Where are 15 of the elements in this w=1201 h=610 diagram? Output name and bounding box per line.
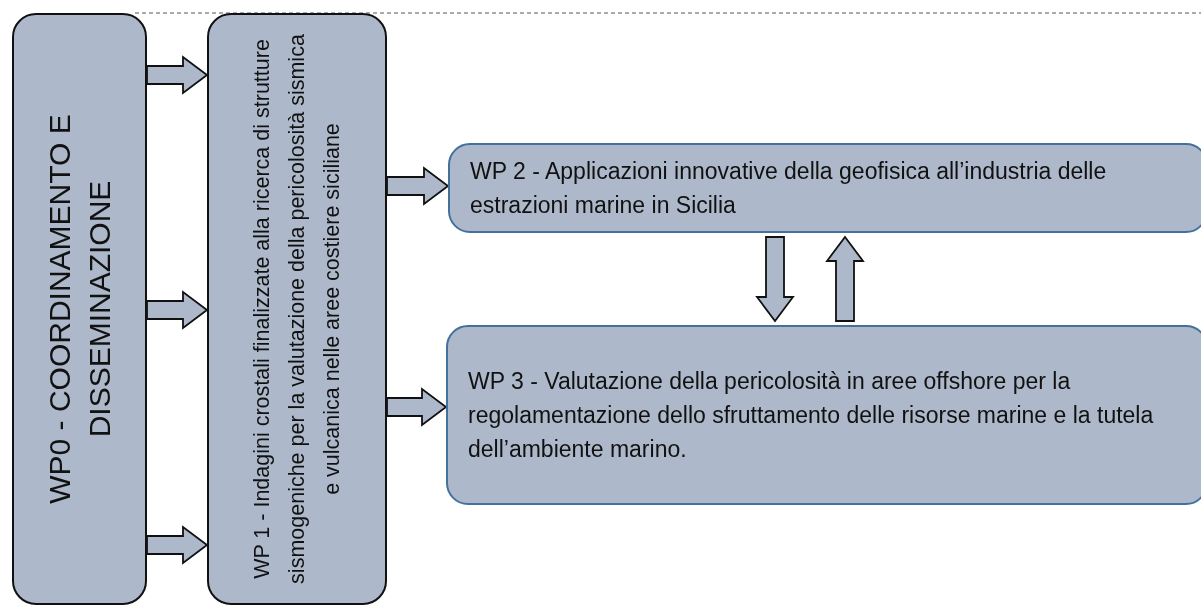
process-box <box>12 13 147 605</box>
block-arrow <box>146 290 209 330</box>
block-arrow <box>825 235 865 322</box>
block-arrow <box>386 166 450 206</box>
block-arrow <box>146 55 209 95</box>
box-text: WP 3 - Valutazione della pericolosità in aree offshore per la regolamentazione dello sfruttamento delle risorse marine e la tutela dell’ambiente marino. <box>468 367 1155 464</box>
block-arrow <box>755 236 795 323</box>
process-box <box>207 13 387 605</box>
box-text: WP 2 - Applicazioni innovative della geofisica all’industria delle estrazioni marine in Sicilia <box>470 157 1108 220</box>
box-text: WP0 - COORDINAMENTO E DISSEMINAZIONE <box>41 113 117 506</box>
block-arrow <box>146 525 209 565</box>
process-box <box>448 143 1201 233</box>
process-box <box>446 325 1201 505</box>
box-text: WP 1 - Indagini crostali finalizzate alla ricerca di strutture sismogeniche per la valutazione della pericolosità sismica e vulcanica nelle aree costiere siciliane <box>248 33 345 585</box>
block-arrow <box>386 387 448 427</box>
